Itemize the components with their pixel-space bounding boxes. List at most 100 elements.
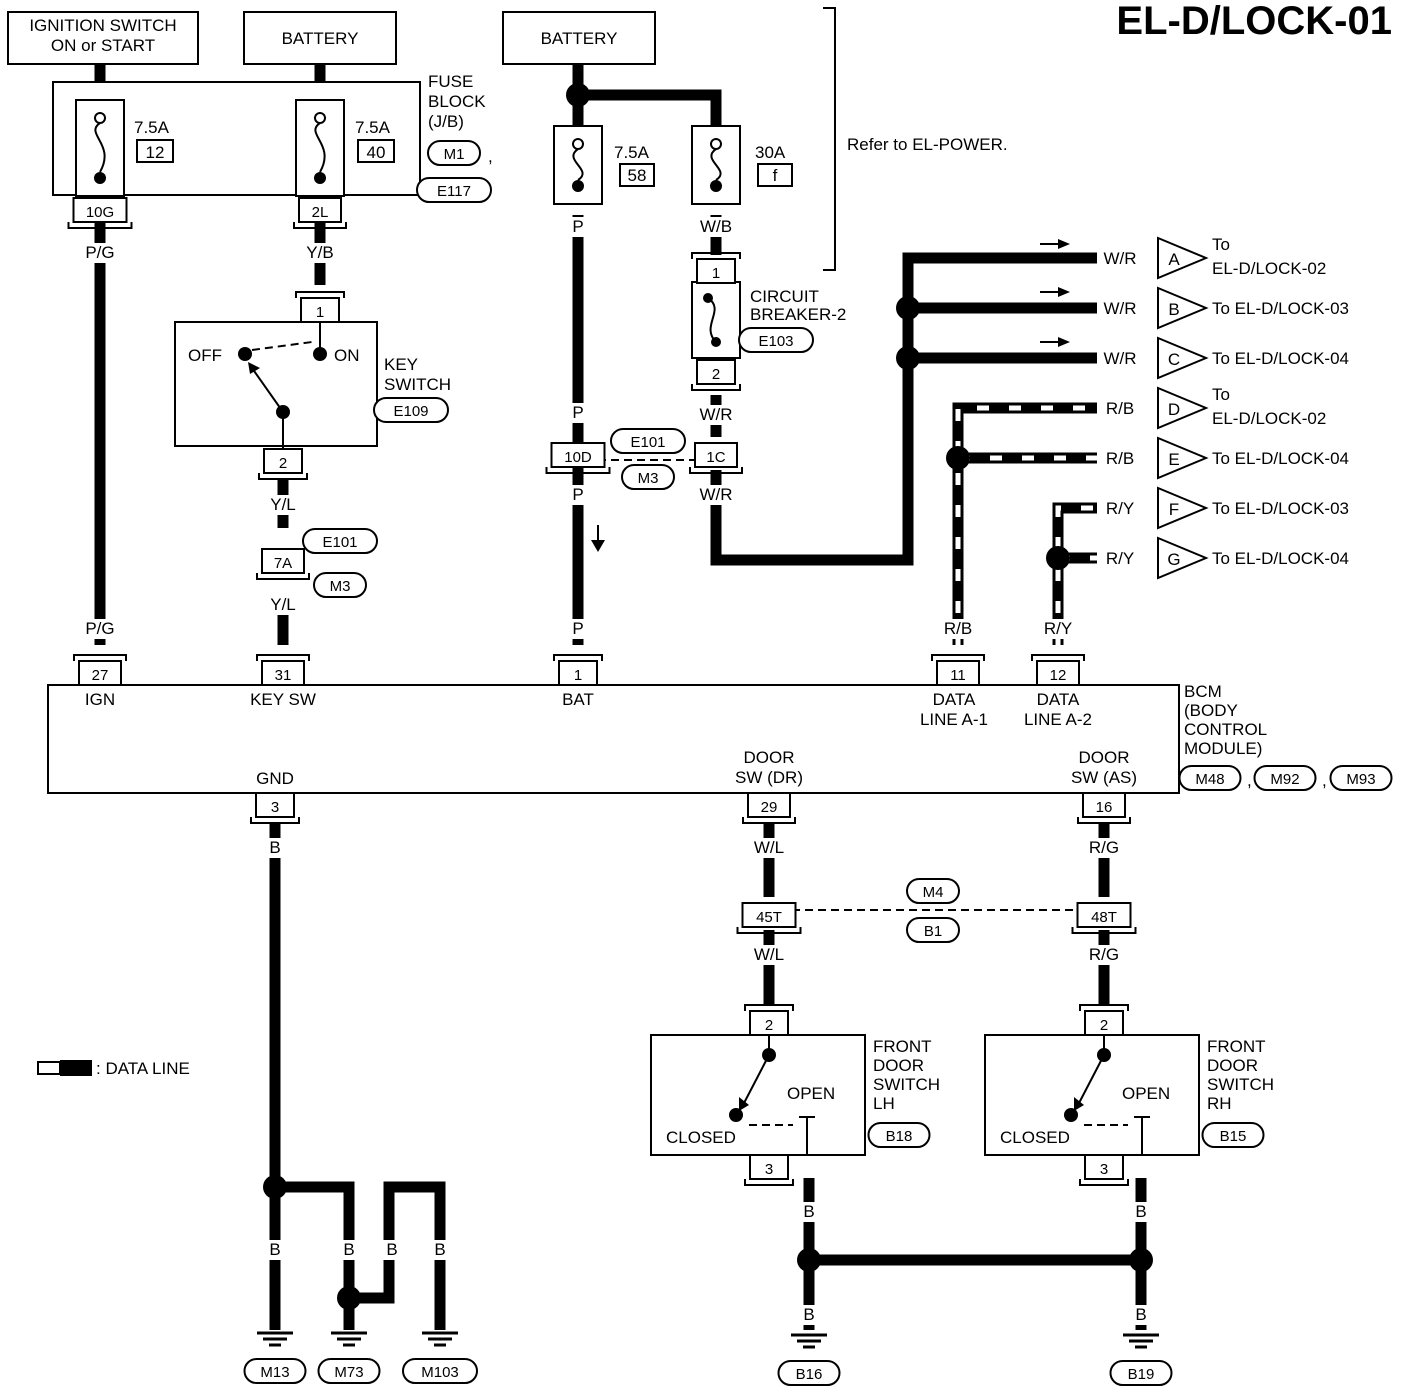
wire-color-b-lh-1: B xyxy=(803,1202,814,1221)
fuse-40-number: 40 xyxy=(367,143,386,162)
wire-color-p-4-bg xyxy=(567,619,589,639)
circuit-breaker-element xyxy=(707,297,717,343)
wire-color-wr-2-bg xyxy=(693,485,739,505)
bcm-conn-m93: M93 xyxy=(1346,771,1375,788)
wire-color-rb-bg xyxy=(935,619,981,639)
fuse-12-rating: 7.5A xyxy=(134,118,170,137)
output-G-triangle xyxy=(1157,536,1209,580)
junction-battery xyxy=(566,83,590,107)
wire-ry-data-pattern xyxy=(1055,505,1098,645)
terminal-10d-bracket xyxy=(545,467,611,474)
circuit-breaker-pin-1: 1 xyxy=(712,265,720,282)
battery-1-box xyxy=(243,11,397,65)
key-switch-off-label: OFF xyxy=(188,346,222,365)
joint-m3-b-oval xyxy=(621,464,675,490)
output-wire-D: R/B xyxy=(1106,399,1134,418)
fuse-58-bottom-terminal xyxy=(572,180,584,192)
wire-color-yl-1-bg xyxy=(260,495,306,515)
bcm-pin-name-1: BAT xyxy=(562,690,594,709)
fuse-40-element xyxy=(314,122,326,173)
key-switch-pin-2-bracket xyxy=(258,473,308,480)
key-switch-arrow xyxy=(248,362,260,374)
door-switch-lh-open-label: OPEN xyxy=(787,1084,835,1103)
fuse-12-top-terminal xyxy=(94,112,106,124)
bcm-pin-11: 11 xyxy=(950,667,966,684)
bcm-conn-m48: M48 xyxy=(1195,771,1224,788)
wire-color-wl-1: W/L xyxy=(754,838,784,857)
door-switch-rh-conn-oval xyxy=(1201,1122,1265,1148)
wire-color-b-rh-2: B xyxy=(1135,1305,1146,1324)
output-C-triangle xyxy=(1157,336,1209,380)
fuse-12-num-box xyxy=(136,139,174,163)
fuse-40-num-box xyxy=(357,139,395,163)
key-switch-conn: E109 xyxy=(393,403,428,420)
door-switch-rh-pin-top: 2 xyxy=(1100,1017,1108,1034)
bcm-pin-name-27: IGN xyxy=(85,690,115,709)
wire-color-wl-1-bg xyxy=(746,838,792,858)
terminal-7a-box xyxy=(261,548,305,574)
fuse-58-element xyxy=(572,148,584,181)
door-switch-rh-pin-top-bracket xyxy=(1079,1004,1129,1011)
fuse-block-conn-m1: M1 xyxy=(444,146,465,163)
wire-color-yl-2: Y/L xyxy=(270,595,296,614)
joint-m3-a: M3 xyxy=(330,578,351,595)
door-switch-lh-pin-top: 2 xyxy=(765,1017,773,1034)
output-wire-F: R/Y xyxy=(1106,499,1134,518)
wire-color-rg-1: R/G xyxy=(1089,838,1119,857)
output-A-triangle xyxy=(1157,236,1209,280)
wire-color-p-4: P xyxy=(572,619,583,638)
terminal-48t: 48T xyxy=(1091,909,1117,926)
junction-rb xyxy=(946,446,970,470)
wire-color-wr-2: W/R xyxy=(699,485,732,504)
door-switch-lh-conn-oval xyxy=(867,1122,931,1148)
bcm-pin-29-box xyxy=(747,792,791,818)
joint-e101-a-oval xyxy=(302,528,378,554)
junction-b16 xyxy=(797,1248,821,1272)
joint-e101-a: E101 xyxy=(322,534,357,551)
key-switch-body xyxy=(174,321,378,447)
fuse-f-bottom-terminal xyxy=(710,180,722,192)
bcm-pin-31-box xyxy=(261,660,305,686)
wire-color-b-gnd: B xyxy=(269,838,280,857)
wire-color-p-3: P xyxy=(572,485,583,504)
door-switch-rh-pin-bottom-box xyxy=(1084,1154,1124,1180)
output-A-letter: A xyxy=(1168,250,1180,269)
fuse-58-rating: 7.5A xyxy=(614,143,650,162)
bcm-pin-11-bracket xyxy=(931,654,985,661)
bcm-comma-1: , xyxy=(1247,771,1252,790)
output-wire-E: R/B xyxy=(1106,449,1134,468)
refer-el-power: Refer to EL-POWER. xyxy=(847,135,1008,154)
ground-m13-oval xyxy=(243,1358,307,1384)
circuit-breaker-pin-1-bracket xyxy=(691,252,741,259)
output-E-letter: E xyxy=(1168,450,1179,469)
wire-color-rg-2: R/G xyxy=(1089,945,1119,964)
wire-color-p-2-bg xyxy=(567,403,589,423)
ground-m13: M13 xyxy=(260,1364,289,1381)
door-switch-rh-body xyxy=(984,1034,1200,1156)
door-switch-rh-pin-bottom-bracket xyxy=(1079,1179,1129,1186)
terminal-1c-bracket xyxy=(689,467,743,474)
joint-e101-b-oval xyxy=(610,428,686,454)
door-switch-rh-pin-bottom: 3 xyxy=(1100,1161,1108,1178)
bcm-pin-1-box xyxy=(558,660,598,686)
output-wire-F-bg xyxy=(1097,499,1143,519)
wire-color-rg-2-bg xyxy=(1081,945,1127,965)
joint-m3-b: M3 xyxy=(638,470,659,487)
output-wire-C-bg xyxy=(1097,349,1143,369)
fuse-58-number: 58 xyxy=(628,166,647,185)
circuit-breaker-pin-2-box xyxy=(696,359,736,385)
output-target-E: To EL-D/LOCK-04 xyxy=(1212,449,1349,468)
door-switch-rh-closed-label: CLOSED xyxy=(1000,1128,1070,1147)
ground-b19: B19 xyxy=(1128,1366,1155,1383)
door-switch-lh-closed-label: CLOSED xyxy=(666,1128,736,1147)
wire-color-wr-1: W/R xyxy=(699,405,732,424)
wire-color-yb: Y/B xyxy=(306,243,333,262)
wire-color-yl-2-bg xyxy=(260,595,306,615)
wire-color-b-m103-bg xyxy=(429,1240,451,1260)
key-switch-on-dot xyxy=(313,347,327,361)
fuse-block-comma: , xyxy=(488,147,493,166)
